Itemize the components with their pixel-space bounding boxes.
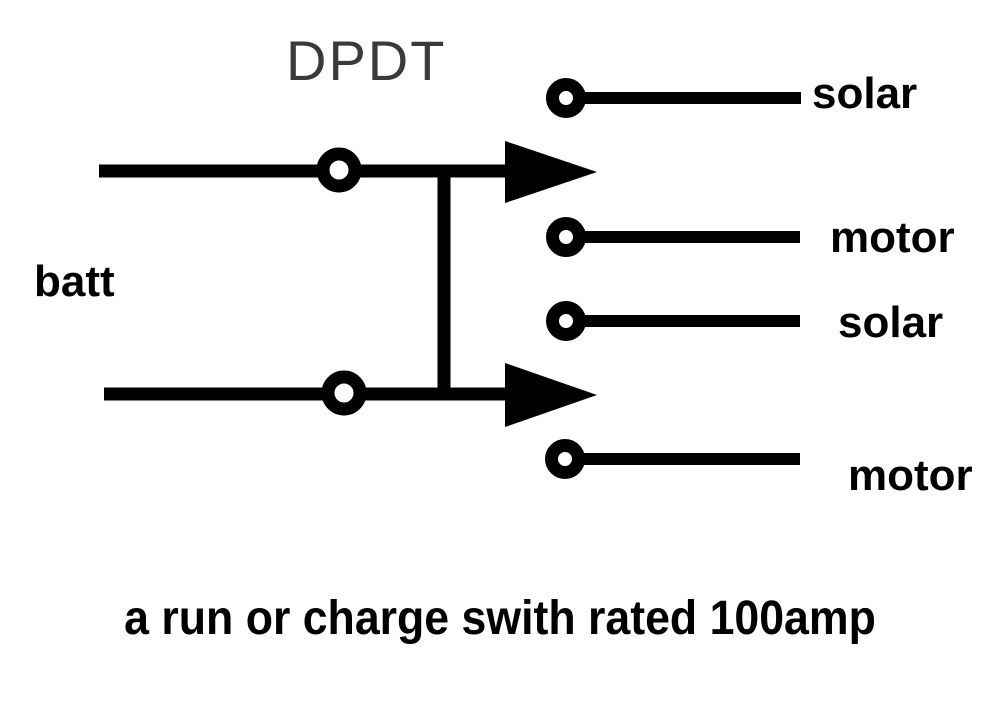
switch-title: DPDT xyxy=(286,29,447,92)
battery-label: batt xyxy=(34,257,115,306)
diagram-caption: a run or charge swith rated 100amp xyxy=(124,592,876,645)
terminal-label-motor-2: motor xyxy=(848,451,973,500)
arrow-bottom-throw xyxy=(505,363,597,427)
pole-contact-bottom xyxy=(321,370,367,416)
terminal-label-motor-1: motor xyxy=(830,213,955,262)
pole-contact-top xyxy=(316,147,362,193)
terminal-contact-solar-1 xyxy=(546,78,586,118)
terminal-contact-motor-1 xyxy=(546,217,586,257)
terminal-contact-solar-2 xyxy=(546,301,586,341)
arrow-top-throw xyxy=(505,141,597,203)
terminal-contact-motor-2 xyxy=(545,439,585,479)
terminal-label-solar-1: solar xyxy=(812,69,918,118)
terminal-label-solar-2: solar xyxy=(838,298,944,347)
